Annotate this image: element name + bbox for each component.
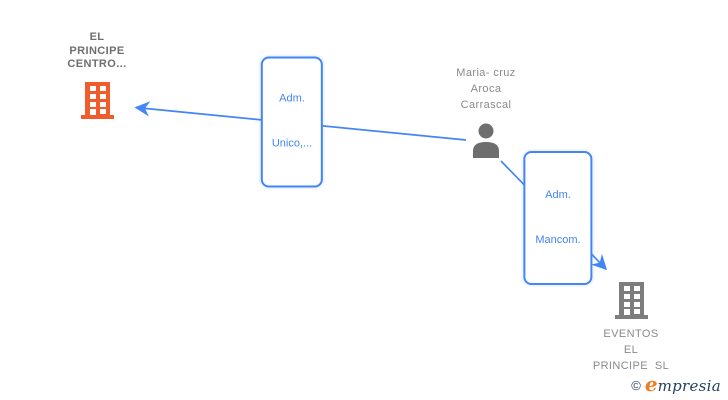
node-label-line: Aroca <box>470 83 502 95</box>
node-label-line: PRINCIPE <box>69 44 125 57</box>
node-label-line: CENTRO... <box>67 58 127 70</box>
building-icon[interactable] <box>80 81 114 119</box>
node-person-maria-cruz-aroca-carrascal[interactable]: Maria- cruz Aroca Carrascal <box>426 65 546 158</box>
person-icon[interactable] <box>469 122 503 158</box>
edge-label-line: Mancom. <box>535 234 581 246</box>
logo-letter-e: e <box>644 372 658 396</box>
node-label-line: EL <box>89 31 105 43</box>
node-label-line: EL <box>623 344 639 356</box>
edge-label-line: Adm. <box>279 92 305 105</box>
building-icon[interactable] <box>614 282 648 319</box>
node-label-line: PRINCIPE SL <box>592 360 670 372</box>
copyright-icon: © <box>631 378 641 393</box>
edge-label-adm-unico[interactable]: Adm. Unico,... <box>260 56 324 188</box>
logo-text: mpresia <box>657 377 721 395</box>
empresia-logo[interactable]: © e mpresia <box>631 372 721 396</box>
node-company-el-principe-centro[interactable]: EL PRINCIPE CENTRO... <box>37 31 157 119</box>
node-label-line: EVENTOS <box>603 328 659 340</box>
node-label-line: Maria- cruz <box>456 67 516 79</box>
node-label-line: Carrascal <box>460 99 512 111</box>
edge-label-line: Adm. <box>545 189 571 201</box>
edge-label-adm-mancom[interactable]: Adm. Mancom. <box>523 151 593 285</box>
edge-label-line: Unico,... <box>271 137 313 150</box>
node-company-eventos-el-principe-sl[interactable]: EVENTOS EL PRINCIPE SL <box>571 282 691 374</box>
